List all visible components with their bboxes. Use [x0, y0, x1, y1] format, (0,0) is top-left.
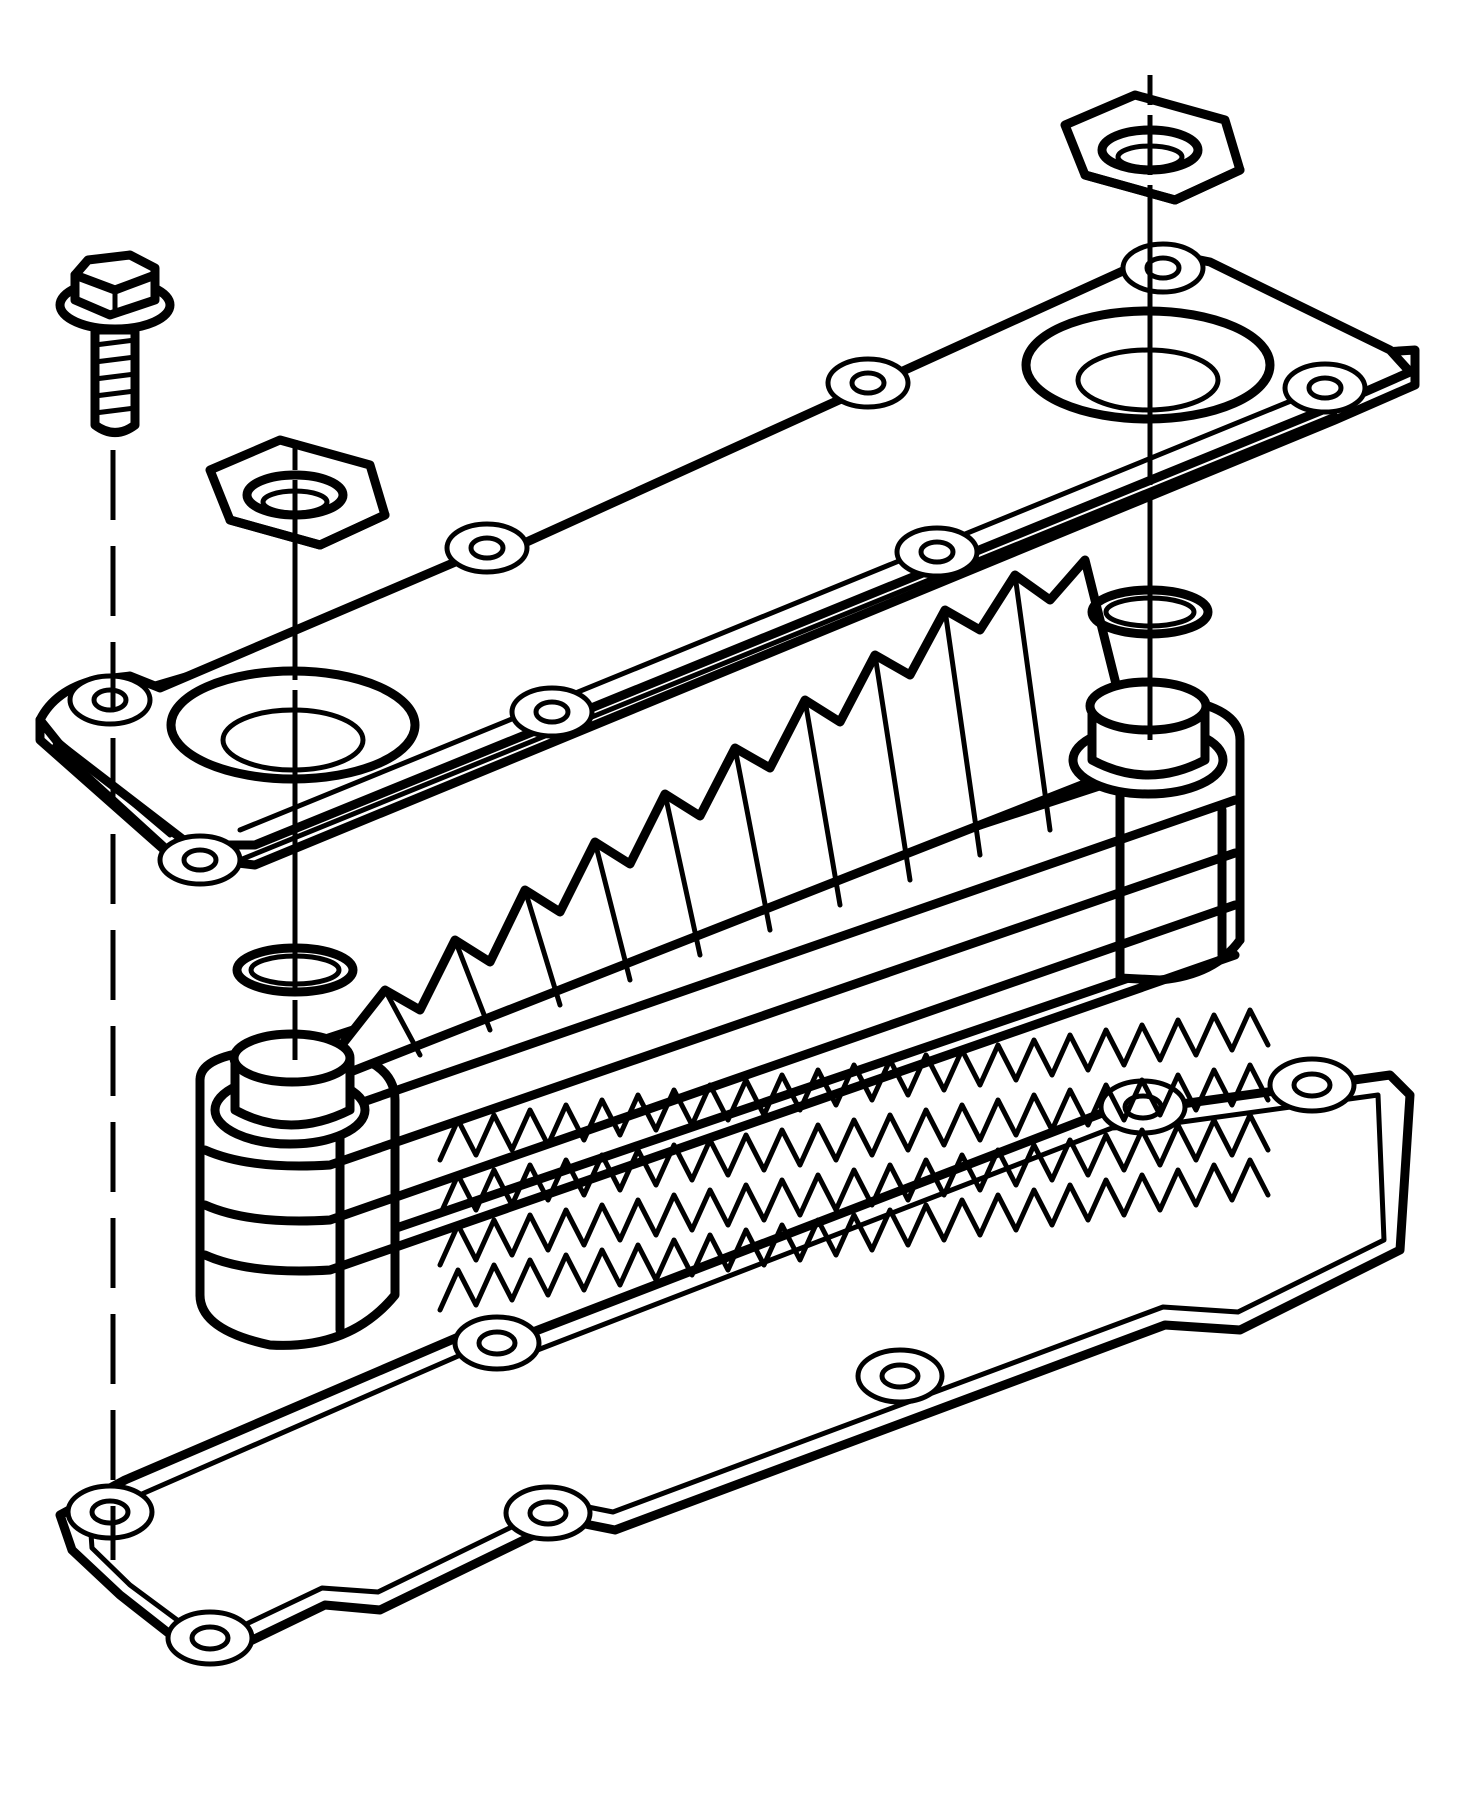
- bolt: [55, 250, 175, 437]
- gasket: [55, 1056, 1415, 1667]
- cooler-fins: [437, 1007, 1271, 1313]
- cooler-top-fins: [325, 555, 1125, 1085]
- cooler-ports: [210, 677, 1228, 1149]
- gasket-holes: [65, 1056, 1357, 1667]
- cooler-plate-seams: [200, 795, 1240, 1335]
- assembly-lines: [110, 75, 1153, 1560]
- cooler-core: [195, 555, 1271, 1350]
- cover-plate-holes: [67, 241, 1368, 887]
